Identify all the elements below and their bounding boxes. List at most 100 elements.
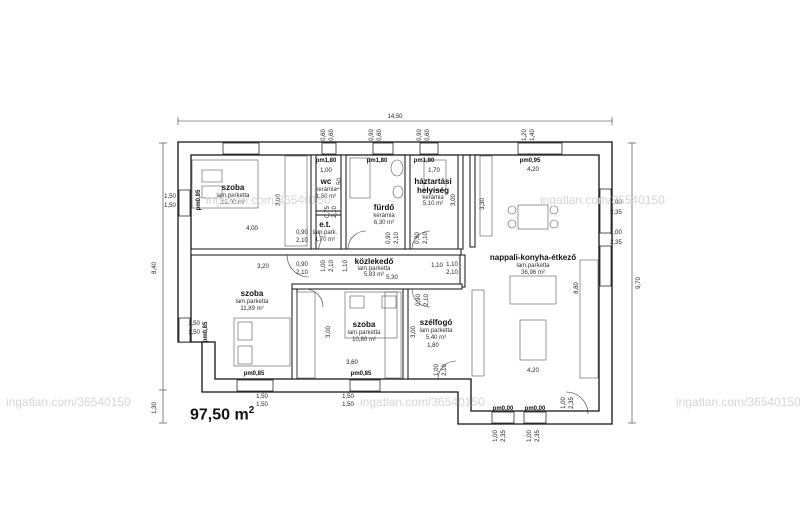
dim-w10: 1,00 (320, 168, 332, 174)
dim-w2: 3,20 (257, 264, 269, 270)
dim-h5: 3,00 (451, 194, 457, 206)
room-name-kozlekedo: közlekedő (355, 257, 394, 266)
dim-door-210-f: 2,10 (446, 270, 458, 276)
dim-right-235-b: 2,35 (610, 240, 622, 246)
doors (286, 230, 589, 415)
room-area-szelfogo: 5,40 m² (426, 335, 446, 341)
watermark-2: ingatlan.com/36540150 (206, 193, 331, 207)
dim-right-height: 9,70 (636, 277, 642, 289)
dim-bottom-150-d: 1,50 (256, 402, 268, 408)
dim-left-150-b: 1,50 (164, 203, 176, 209)
dim-top-060-d: 0,60 (425, 129, 431, 141)
dim-left-bottom: 1,30 (152, 402, 158, 414)
dim-bottom-100-b: 1,00 (527, 430, 533, 442)
dim-pm085-b: pm0,85 (203, 321, 209, 342)
room-area-szoba1: 12,00 m² (221, 200, 245, 206)
room-floor-szoba3: lam.parketta (347, 330, 381, 336)
room-name-furdo: fürdő (374, 203, 395, 212)
dim-w8: 1,10 (431, 263, 443, 269)
dim-bottom-150-c: 1,50 (256, 394, 268, 400)
room-area-szoba2: 11,89 m² (240, 306, 263, 312)
dim-w9: 1,80 (427, 343, 439, 349)
dim-w1: 4,00 (246, 226, 258, 232)
dim-h8: 1,10 (343, 260, 349, 272)
dim-w5: 4,20 (527, 167, 539, 173)
room-floor-szoba1: lam.parketta (216, 193, 250, 199)
room-name-szoba3: szoba (353, 320, 376, 329)
dim-door-075: 0,75 (325, 206, 331, 218)
room-name-szoba1: szoba (222, 183, 245, 192)
dim-w3: 5,30 (386, 275, 398, 281)
room-floor-szoba2: lam.parketta (235, 299, 269, 305)
room-labels: szoba lam.parketta 12,00 m² wc kerámia 1… (216, 177, 576, 343)
dim-pm000-b: pm0,00 (525, 406, 546, 412)
dim-pm095: pm0,95 (520, 158, 541, 164)
dim-bottom-235-a: 2,35 (501, 430, 507, 442)
room-name-eh: e.t. (319, 220, 331, 229)
dim-door-090-e: 0,90 (296, 262, 308, 268)
dimension-lines (159, 117, 636, 424)
dim-door-210-e: 2,10 (329, 260, 335, 272)
dim-left-150-c: 1,50 (188, 321, 200, 327)
dim-door-210-b: 2,10 (332, 206, 338, 218)
room-area-eh: 1,70 m² (315, 237, 335, 243)
dim-overall-width: 14,50 (387, 114, 403, 120)
dim-door-210: 2,10 (296, 238, 308, 244)
dim-pm180-b: pm1,80 (367, 158, 388, 164)
room-floor-eh: lam.park. (313, 230, 338, 236)
room-floor-szelfogo: lam.parketta (419, 328, 453, 334)
room-floor-furdo: kerámia (373, 213, 395, 219)
room-area-szoba3: 10,80 m² (352, 337, 376, 343)
dim-h6: 8,80 (574, 282, 580, 294)
dim-w7: 1,70 (428, 168, 440, 174)
dim-bottom-235-b: 2,35 (535, 430, 541, 442)
room-name-szelfogo: szélfogó (420, 318, 453, 327)
room-name-nappali: nappali-konyha-étkező (490, 253, 576, 262)
dim-door-110: 1,10 (446, 262, 458, 268)
room-name-szoba2: szoba (241, 289, 264, 298)
dim-pm000-a: pm0,00 (493, 406, 514, 412)
room-area-kozlekedo: 5,83 m² (364, 272, 384, 278)
dim-door-100: 1,00 (321, 260, 327, 272)
dimension-labels: 14,50 8,40 1,30 9,70 4,00 3,20 5,30 3,60… (152, 114, 642, 442)
dim-top-120: 1,20 (522, 129, 528, 141)
watermark-5: ingatlan.com/36540150 (676, 395, 800, 409)
room-area-wc: 1,50 m² (316, 194, 336, 200)
dim-left-150-a: 1,50 (164, 194, 176, 200)
dim-left-height: 8,40 (152, 262, 158, 274)
room-name-haztartasi-1: háztartási (414, 177, 451, 186)
room-floor-nappali: lam.parketta (516, 263, 550, 269)
dim-right-100-a: 1,00 (610, 200, 622, 206)
dim-front-210-b: 2,10 (424, 294, 430, 306)
dim-front-100: 1,00 (434, 364, 440, 376)
furniture (191, 155, 599, 379)
windows (178, 142, 612, 424)
total-area-value: 97,50 m (190, 406, 249, 424)
dim-bottom-100-a: 1,00 (493, 430, 499, 442)
dim-w4: 3,60 (346, 360, 358, 366)
watermark-1: ingatlan.com/36540150 (6, 395, 131, 409)
dim-front-090: 0,90 (416, 294, 422, 306)
dim-top-090-b: 0,90 (417, 129, 423, 141)
dim-door-210-g: 2,10 (296, 270, 308, 276)
dim-bottom-150-b: 1,50 (342, 402, 354, 408)
dim-right-100-b: 1,00 (610, 230, 622, 236)
dim-bottom-150-a: 1,50 (342, 394, 354, 400)
dim-top-140: 1,40 (530, 129, 536, 141)
dim-h7: 1,50 (337, 178, 343, 190)
total-area: 97,50 m2 (190, 405, 254, 424)
dim-right-235-a: 2,35 (610, 210, 622, 216)
dim-pm085-d: pm0,85 (351, 371, 372, 377)
dim-bottom-235-c: 2,35 (569, 397, 575, 409)
dim-pm085-c: pm0,85 (244, 371, 265, 377)
dim-w6: 4,20 (527, 368, 539, 374)
dim-h2: 3,00 (326, 326, 332, 338)
dim-top-090-a: 0,90 (369, 129, 375, 141)
dim-door-090-d: 0,90 (415, 232, 421, 244)
dim-door-210-d: 2,10 (423, 232, 429, 244)
dim-pm180-a: pm1,80 (316, 158, 337, 164)
dim-top-060-c: 0,60 (377, 129, 383, 141)
dim-h3: 3,00 (411, 326, 417, 338)
room-floor-haztartasi: kerámia (422, 195, 444, 201)
